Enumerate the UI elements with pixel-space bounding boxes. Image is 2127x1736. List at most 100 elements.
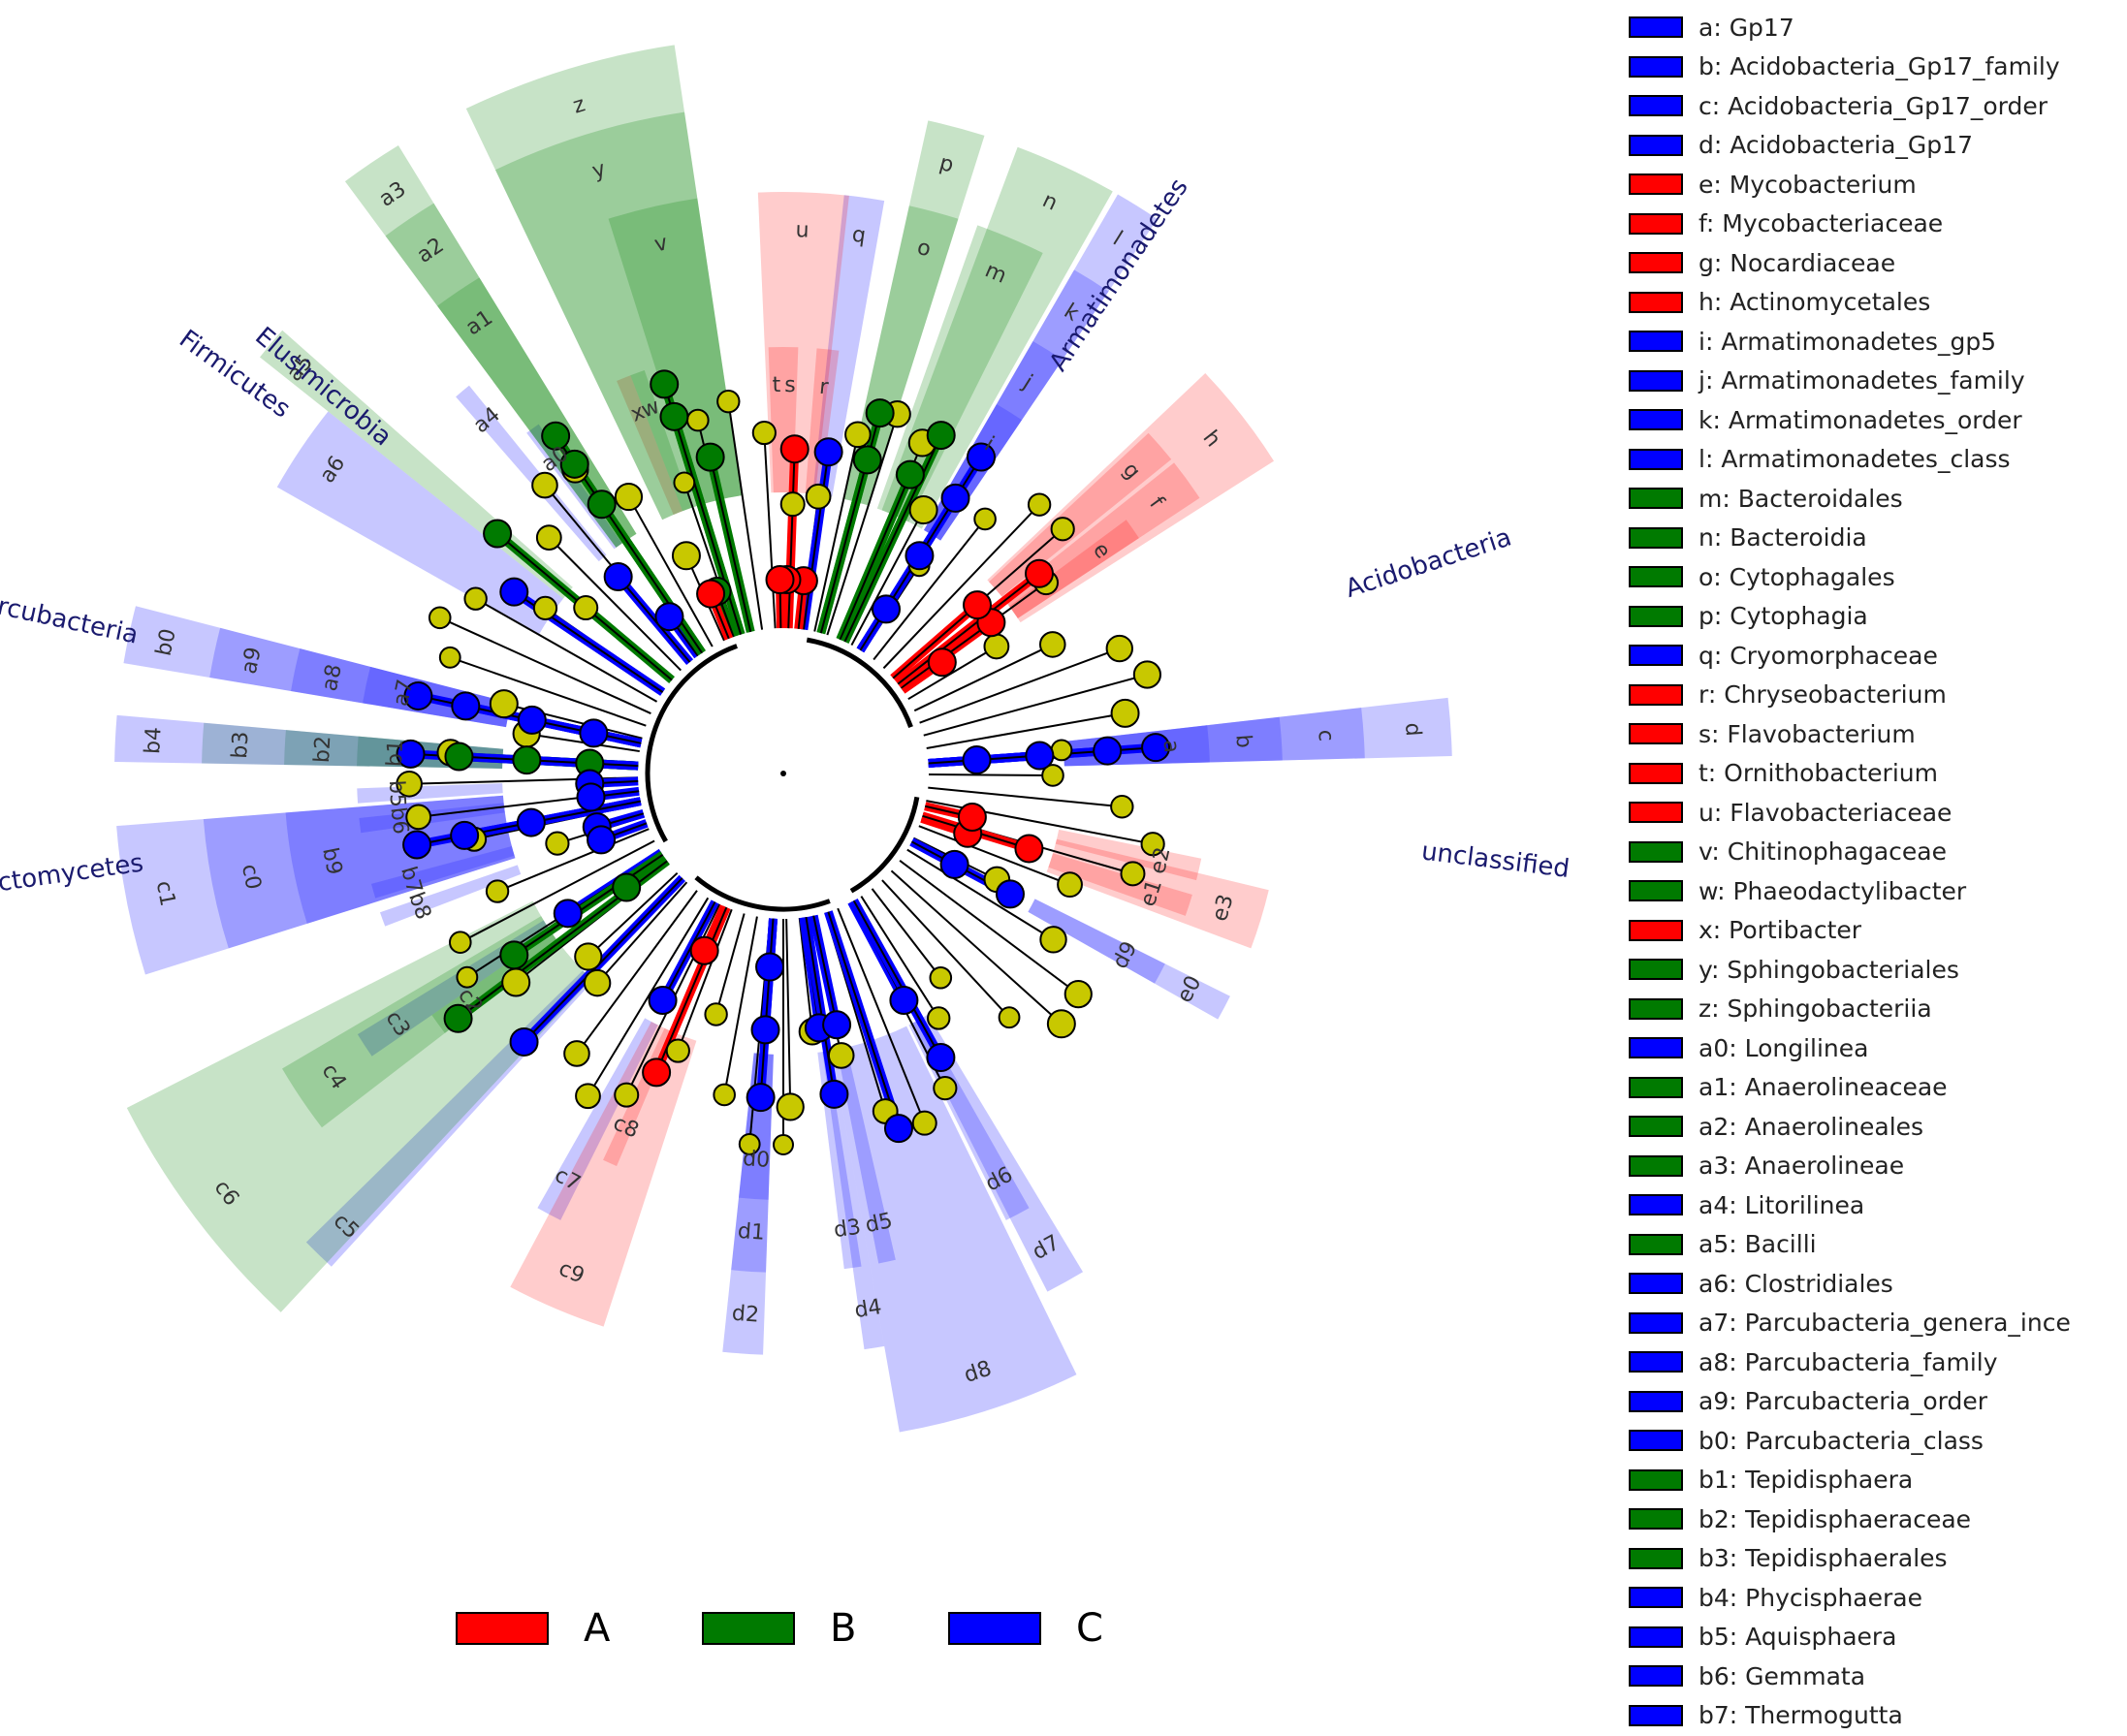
tree-node bbox=[532, 595, 558, 620]
tree-node bbox=[751, 420, 777, 446]
branch bbox=[439, 616, 651, 714]
class-c-label: C bbox=[1076, 1606, 1103, 1651]
legend-swatch bbox=[1629, 880, 1683, 902]
legend-label: a9: Parcubacteria_order bbox=[1698, 1387, 1988, 1416]
tree-node bbox=[531, 471, 558, 499]
legend-label: b7: Thermogutta bbox=[1698, 1701, 1903, 1728]
tree-node bbox=[443, 1003, 473, 1033]
tree-node bbox=[983, 633, 1010, 660]
tree-node bbox=[998, 1006, 1021, 1029]
clade-sector-b8 bbox=[379, 865, 522, 927]
tree-node bbox=[545, 831, 570, 856]
clade-sector-d4 bbox=[822, 1050, 885, 1350]
tree-node bbox=[686, 408, 710, 432]
branch bbox=[587, 871, 679, 958]
clade-label: s bbox=[784, 373, 796, 397]
legend-item: c: Acidobacteria_Gp17_order bbox=[1629, 86, 2123, 126]
branch bbox=[907, 646, 998, 701]
tree-node bbox=[665, 1038, 690, 1063]
branch bbox=[548, 536, 683, 672]
tree-node bbox=[456, 965, 479, 989]
branch bbox=[899, 860, 1079, 995]
tree-node bbox=[852, 445, 882, 475]
tree-node bbox=[695, 442, 725, 472]
clade-sector-b7 bbox=[370, 846, 515, 899]
legend-swatch bbox=[1629, 331, 1683, 353]
tree-node bbox=[962, 745, 992, 775]
branch bbox=[837, 907, 926, 1124]
legend-swatch bbox=[1629, 134, 1683, 156]
legend-item: a9: Parcubacteria_order bbox=[1629, 1382, 2123, 1422]
clade-sector-g bbox=[989, 432, 1172, 597]
tree-node bbox=[451, 691, 481, 721]
branch bbox=[787, 449, 796, 629]
tree-node bbox=[603, 561, 633, 591]
clade-label: d3 bbox=[832, 1215, 862, 1244]
legend-swatch bbox=[1629, 488, 1683, 510]
tree-node bbox=[671, 541, 701, 571]
tree-node bbox=[1050, 739, 1073, 762]
tree-node bbox=[773, 1134, 794, 1155]
clade-label: a bbox=[1159, 739, 1184, 753]
tree-node bbox=[1141, 733, 1171, 763]
clade-label: u bbox=[795, 218, 810, 242]
branch bbox=[906, 848, 1055, 941]
tree-node bbox=[911, 1110, 937, 1136]
branch bbox=[897, 572, 1040, 685]
tree-node bbox=[813, 437, 843, 467]
tree-node bbox=[939, 849, 969, 879]
branch bbox=[913, 644, 1054, 712]
branch bbox=[627, 496, 714, 647]
tree-node bbox=[573, 595, 599, 621]
tree-node bbox=[509, 1026, 539, 1057]
tree-node bbox=[499, 940, 529, 970]
branch bbox=[513, 854, 664, 957]
clade-label: c bbox=[1313, 729, 1338, 742]
clade-sector-b5 bbox=[357, 783, 503, 804]
tree-node bbox=[696, 579, 726, 609]
legend-item: b4: Phycisphaerae bbox=[1629, 1578, 2123, 1618]
legend-swatch bbox=[1629, 1194, 1683, 1216]
clade-label: r bbox=[818, 375, 831, 400]
class-legend-item-c: C bbox=[948, 1599, 1103, 1657]
class-a-label: A bbox=[584, 1606, 611, 1651]
clade-label: d5 bbox=[863, 1209, 895, 1238]
clade-label: d2 bbox=[731, 1302, 760, 1328]
tree-node bbox=[1050, 517, 1075, 542]
tree-node bbox=[1110, 698, 1140, 728]
legend-item: z: Sphingobacteriia bbox=[1629, 990, 2123, 1029]
class-legend-item-a: A bbox=[456, 1599, 610, 1657]
legend-label: e: Mycobacterium bbox=[1698, 170, 1917, 199]
tree-node bbox=[905, 541, 935, 571]
legend-swatch bbox=[1629, 840, 1683, 863]
tree-node bbox=[755, 952, 785, 982]
tree-node bbox=[648, 985, 678, 1015]
tree-node bbox=[822, 1010, 852, 1040]
tree-node bbox=[499, 577, 529, 607]
legend-item: w: Phaeodactylibacter bbox=[1629, 871, 2123, 911]
legend-label: a4: Litorilinea bbox=[1698, 1190, 1865, 1219]
legend-item: h: Actinomycetales bbox=[1629, 283, 2123, 323]
tree-nodes bbox=[396, 369, 1171, 1155]
branch bbox=[576, 890, 698, 1055]
legend-item: n: Bacteroidia bbox=[1629, 519, 2123, 558]
legend-swatch bbox=[1629, 1154, 1683, 1177]
legend-label: p: Cytophagia bbox=[1698, 602, 1868, 631]
legend-item: b1: Tepidisphaera bbox=[1629, 1461, 2123, 1500]
legend-swatch bbox=[1629, 1468, 1683, 1491]
branch bbox=[839, 474, 911, 641]
tree-node bbox=[450, 820, 480, 850]
tree-node bbox=[463, 586, 488, 611]
branch bbox=[852, 900, 942, 1058]
legend-label: b2: Tepidisphaeraceae bbox=[1698, 1504, 1972, 1533]
legend-swatch bbox=[1629, 95, 1683, 117]
tree-node bbox=[940, 483, 970, 513]
tree-node bbox=[776, 1092, 805, 1121]
clade-sector-d2 bbox=[722, 1053, 774, 1355]
clade-label: d0 bbox=[742, 1147, 771, 1173]
clade-label: a9 bbox=[238, 645, 267, 676]
legend-item: b7: Thermogutta bbox=[1629, 1696, 2123, 1728]
tree-node bbox=[967, 442, 997, 472]
